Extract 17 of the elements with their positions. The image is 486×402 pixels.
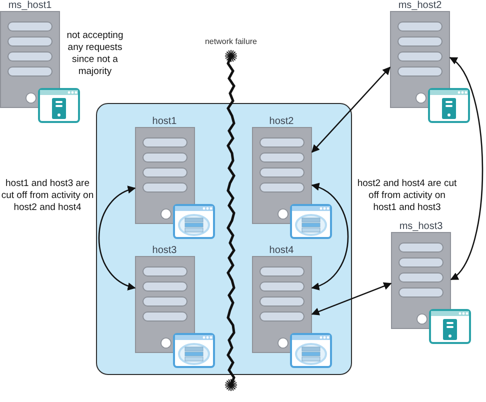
status-note: not accepting any requests since not a majority bbox=[66, 30, 124, 78]
arrow bbox=[449, 57, 484, 280]
annotation-text: host1 and host3 are cut off from activity on host2 and host4 bbox=[0, 178, 95, 214]
host-label: ms_host3 bbox=[398, 221, 444, 232]
arrow bbox=[311, 184, 349, 290]
arrow bbox=[311, 66, 391, 153]
host-label: host4 bbox=[268, 244, 295, 256]
host-label: host1 bbox=[151, 116, 178, 126]
host-label: host3 bbox=[151, 244, 178, 256]
host-label: ms_host2 bbox=[397, 0, 443, 11]
annotation-text: host2 and host4 are cut off from activity on host1 and host3 bbox=[357, 178, 457, 214]
host-label: host2 bbox=[268, 116, 295, 126]
host-label: ms_host1 bbox=[7, 0, 53, 11]
arrow bbox=[311, 282, 392, 316]
arrow bbox=[98, 186, 136, 290]
cluster-panel bbox=[96, 103, 352, 375]
failure-label: network failure bbox=[204, 37, 258, 47]
